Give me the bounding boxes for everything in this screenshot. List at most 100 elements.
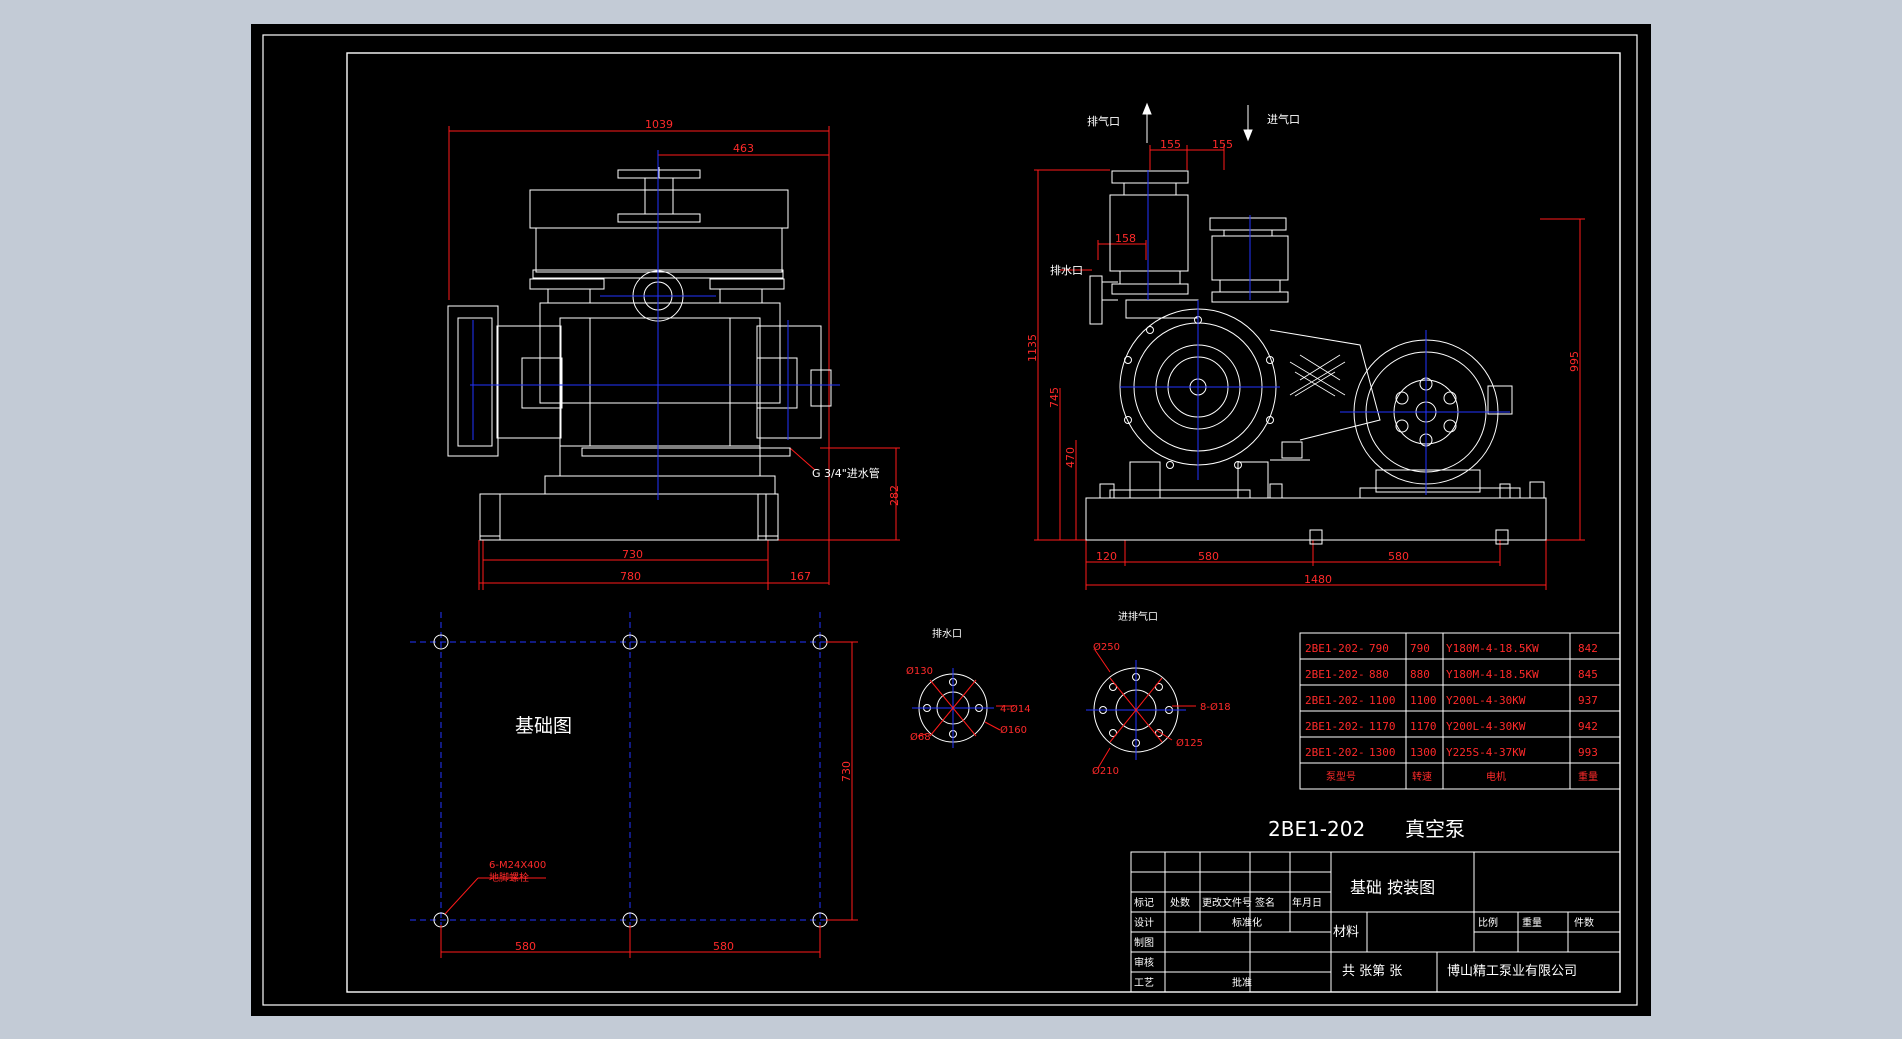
scale-label: 比例 [1478, 916, 1498, 929]
spec-header-cell: 重量 [1578, 770, 1598, 783]
dim-745: 745 [1048, 387, 1061, 408]
front-view [447, 126, 900, 590]
foundation-dim-730: 730 [840, 761, 853, 782]
foundation-dim-580b: 580 [713, 940, 734, 953]
gas-flange-detail [1086, 649, 1196, 769]
col-sign: 签名 [1255, 896, 1275, 909]
dim-155a: 155 [1160, 138, 1181, 151]
side-view [1034, 102, 1585, 590]
spec-cell: 1100 [1410, 694, 1437, 707]
dim-470: 470 [1064, 447, 1077, 468]
model-name: 2BE1-202 [1268, 817, 1365, 841]
pieces-label: 件数 [1574, 916, 1594, 929]
col-count: 处数 [1170, 896, 1190, 909]
spec-cell: 880 [1369, 668, 1389, 681]
spec-cell: Y180M-4-18.5KW [1446, 642, 1539, 655]
foundation-title: 基础图 [515, 715, 572, 737]
col-change-doc: 更改文件号 [1202, 896, 1252, 909]
dim-155b: 155 [1212, 138, 1233, 151]
inner-frame [346, 52, 1621, 993]
spec-table [1299, 632, 1621, 790]
row-process: 工艺 [1134, 977, 1154, 989]
company-name: 博山精工泵业有限公司 [1447, 964, 1577, 979]
dim-580b: 580 [1388, 550, 1409, 563]
dim-282: 282 [888, 485, 901, 506]
dim-1480: 1480 [1304, 573, 1332, 586]
title-block-text: 2BE1-202 真空泵 基础 按装图 标记 处数 更改文件号 签名 年月日 设… [1134, 817, 1594, 989]
drain-d130: Ø130 [906, 665, 933, 677]
title-block [1130, 851, 1621, 993]
spec-cell: 790 [1410, 642, 1430, 655]
spec-cell: 842 [1578, 642, 1598, 655]
spec-cell: 845 [1578, 668, 1598, 681]
foundation-dim-580a: 580 [515, 940, 536, 953]
gas-flange-labels: 进排气口 Ø250 8-Ø18 Ø125 Ø210 [1092, 610, 1231, 777]
spec-cell: Y200L-4-30KW [1446, 694, 1526, 707]
drawing-name: 基础 按装图 [1350, 878, 1435, 897]
bolt-spec-label: 6-M24X400 [489, 860, 546, 871]
approve-label: 批准 [1232, 976, 1252, 989]
product-name: 真空泵 [1405, 817, 1465, 841]
spec-cell: 2BE1-202- [1305, 746, 1365, 759]
drain-flange-detail [912, 668, 1014, 748]
spec-cell: Y180M-4-18.5KW [1446, 668, 1539, 681]
foundation-labels: 基础图 6-M24X400 地脚螺栓 580 580 730 [489, 715, 853, 953]
dim-995: 995 [1568, 351, 1581, 372]
spec-cell: 942 [1578, 720, 1598, 733]
paper-background [251, 24, 1651, 1016]
row-design: 设计 [1134, 916, 1154, 929]
spec-cell: Y225S-4-37KW [1446, 746, 1526, 759]
drain-flange-labels: 排水口 Ø130 4-Ø14 Ø68 Ø160 [906, 627, 1031, 743]
spec-cell: Y200L-4-30KW [1446, 720, 1526, 733]
spec-cell: 2BE1-202- [1305, 720, 1365, 733]
col-date: 年月日 [1292, 896, 1322, 909]
material-label: 材料 [1333, 925, 1359, 940]
spec-cell: 2BE1-202- [1305, 668, 1365, 681]
row-review: 审核 [1134, 956, 1154, 969]
dim-120: 120 [1096, 550, 1117, 563]
spec-cell: 937 [1578, 694, 1598, 707]
outer-frame [262, 34, 1638, 1006]
spec-header-cell: 转速 [1412, 770, 1432, 783]
dim-1135: 1135 [1026, 334, 1039, 362]
gas-d210: Ø210 [1092, 765, 1119, 777]
spec-cell: 1100 [1369, 694, 1396, 707]
spec-cell: 790 [1369, 642, 1389, 655]
spec-cell: 1300 [1410, 746, 1437, 759]
side-view-labels: 排气口 进气口 排水口 155 155 158 1135 745 470 995… [1026, 112, 1581, 586]
gas-d125: Ø125 [1176, 737, 1203, 749]
foundation-plan [410, 612, 858, 958]
spec-header-cell: 泵型号 [1326, 770, 1356, 783]
front-view-labels: 1039 463 730 780 167 282 [620, 118, 901, 583]
standardize-label: 标准化 [1232, 916, 1262, 929]
drain-label: 排水口 [1050, 263, 1083, 277]
drain-flange-title: 排水口 [932, 627, 962, 640]
drain-d68: Ø68 [910, 731, 931, 743]
spec-cell: 1170 [1369, 720, 1396, 733]
gas-holes: 8-Ø18 [1200, 701, 1231, 713]
weight-label: 重量 [1522, 916, 1542, 929]
dim-730: 730 [622, 548, 643, 561]
intake-label: 进气口 [1267, 112, 1300, 126]
drain-d160: Ø160 [1000, 724, 1027, 736]
spec-cell: 993 [1578, 746, 1598, 759]
dim-167: 167 [790, 570, 811, 583]
row-drafting: 制图 [1134, 936, 1154, 949]
exhaust-label: 排气口 [1087, 114, 1120, 128]
bolt-name-label: 地脚螺栓 [489, 871, 529, 884]
spec-cell: 1300 [1369, 746, 1396, 759]
gas-flange-title: 进排气口 [1118, 610, 1158, 623]
gas-d250: Ø250 [1093, 641, 1120, 653]
spec-cell: 1170 [1410, 720, 1437, 733]
dim-1039: 1039 [645, 118, 673, 131]
spec-cell: 2BE1-202- [1305, 694, 1365, 707]
spec-cell: 2BE1-202- [1305, 642, 1365, 655]
dim-580a: 580 [1198, 550, 1219, 563]
dim-158: 158 [1115, 232, 1136, 245]
col-mark: 标记 [1134, 897, 1154, 909]
spec-cell: 880 [1410, 668, 1430, 681]
water-inlet-label: G 3/4"进水管 [812, 466, 880, 480]
dim-780: 780 [620, 570, 641, 583]
sheet-count: 共 张第 张 [1342, 964, 1402, 979]
